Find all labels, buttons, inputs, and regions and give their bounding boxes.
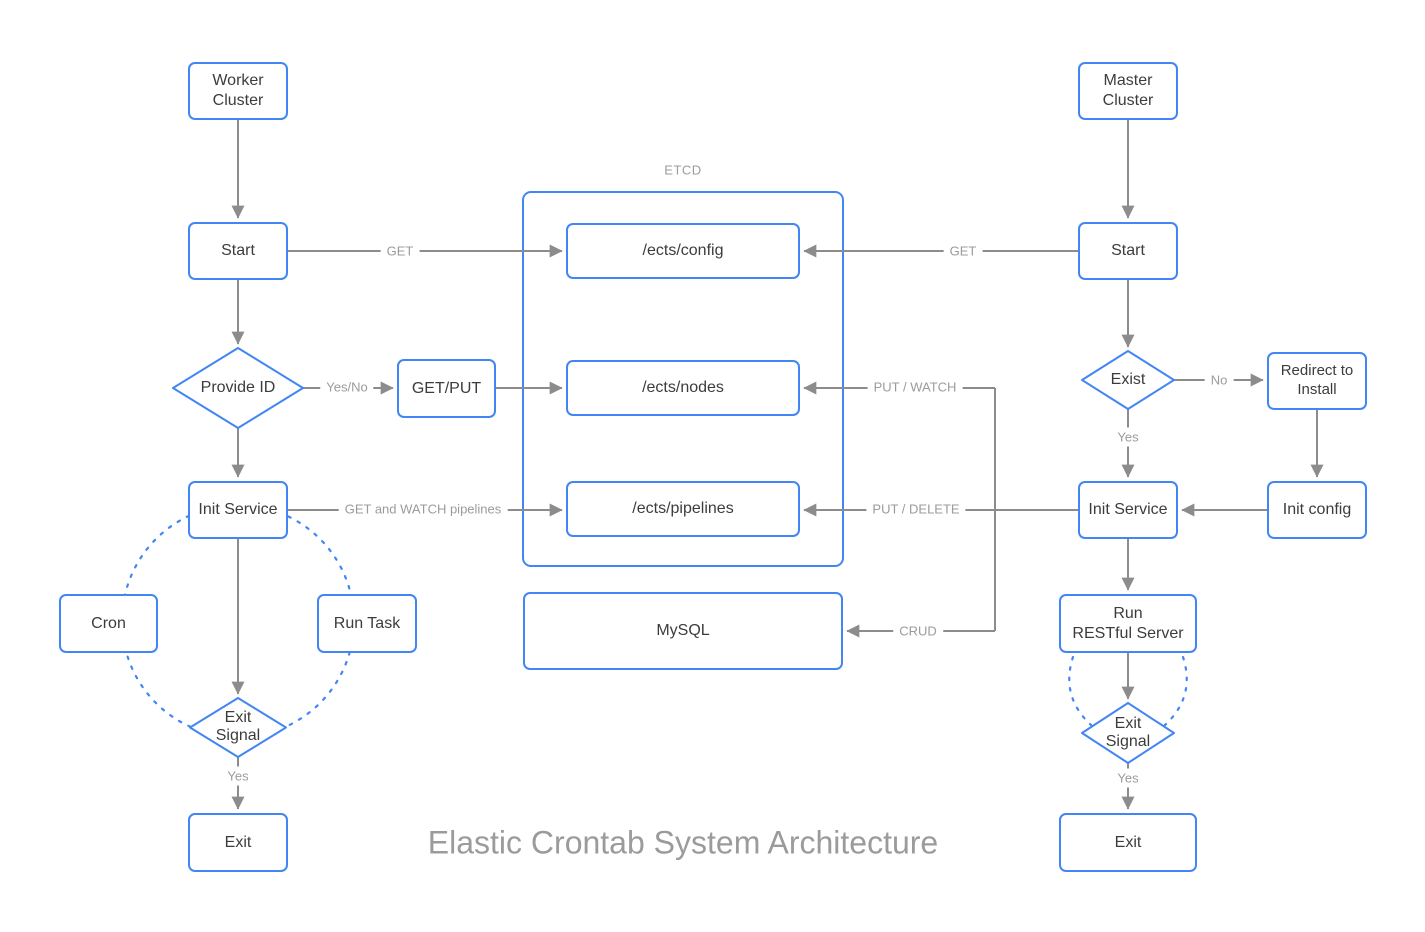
label-exit-signal-right: Exit Signal [1105,715,1151,750]
edge-label-yes-no: Yes/No [320,377,374,397]
edge-label-yes-exit-right: Yes [1111,768,1145,788]
node-cron: Cron [59,594,158,653]
node-worker-cluster: Worker Cluster [188,62,288,120]
node-exit-right: Exit [1059,813,1197,872]
node-get-put: GET/PUT [397,359,496,418]
node-master-cluster: Master Cluster [1078,62,1178,120]
node-ects-config: /ects/config [566,223,800,279]
node-init-service-left: Init Service [188,481,288,539]
edge-label-no: No [1204,370,1234,390]
node-start-right: Start [1078,222,1178,280]
node-start-left: Start [188,222,288,280]
node-init-service-right: Init Service [1078,481,1178,539]
etcd-group-label: ETCD [664,162,702,178]
label-provide-id: Provide ID [200,379,276,397]
edge-label-put-watch: PUT / WATCH [867,377,963,397]
edge-label-get-watch-pipelines: GET and WATCH pipelines [338,499,508,519]
diagram-title: Elastic Crontab System Architecture [427,824,939,861]
label-exist: Exist [1110,371,1146,389]
node-run-restful-server: Run RESTful Server [1059,594,1197,653]
edge-label-get-right: GET [943,241,983,261]
decision-exist [1081,350,1175,410]
label-exit-signal-left: Exit Signal [215,709,261,744]
node-mysql: MySQL [523,592,843,670]
node-exit-left: Exit [188,813,288,872]
decision-provide-id [172,347,304,429]
node-ects-pipelines: /ects/pipelines [566,481,800,537]
node-init-config: Init config [1267,481,1367,539]
edge-label-put-delete: PUT / DELETE [866,499,966,519]
edge-label-crud: CRUD [893,621,943,641]
edge-label-yes-exist: Yes [1111,427,1145,447]
decision-exit-signal-left [189,697,287,758]
edge-label-get-left: GET [380,241,420,261]
node-run-task: Run Task [317,594,417,653]
decision-exit-signal-right [1081,702,1175,764]
node-redirect-install: Redirect to Install [1267,352,1367,410]
edge-label-yes-exit-left: Yes [221,766,255,786]
node-ects-nodes: /ects/nodes [566,360,800,416]
